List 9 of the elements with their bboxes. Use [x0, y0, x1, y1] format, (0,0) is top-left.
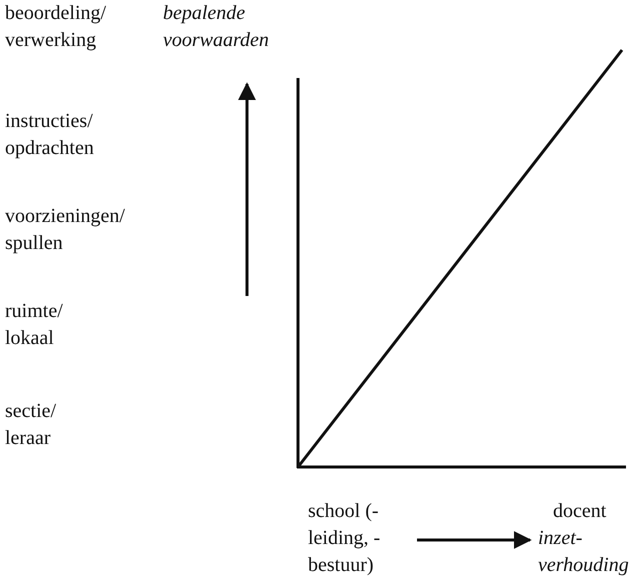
axis-end-label: school (-leiding, -bestuur)	[308, 499, 382, 578]
axis-level-label: ruimte/ lokaal	[5, 299, 63, 351]
axis-level-label: voorzieningen/ spullen	[5, 204, 125, 256]
axis-level-label: beoordeling/ verwerking	[5, 1, 106, 53]
axis-end-label: docent	[553, 499, 606, 524]
axis-title: inzet- verhouding	[538, 526, 629, 578]
axis-title: bepalende voorwaarden	[163, 1, 269, 53]
axis-level-label: instructies/ opdrachten	[5, 109, 94, 161]
axis-level-label: sectie/ leraar	[5, 399, 56, 451]
